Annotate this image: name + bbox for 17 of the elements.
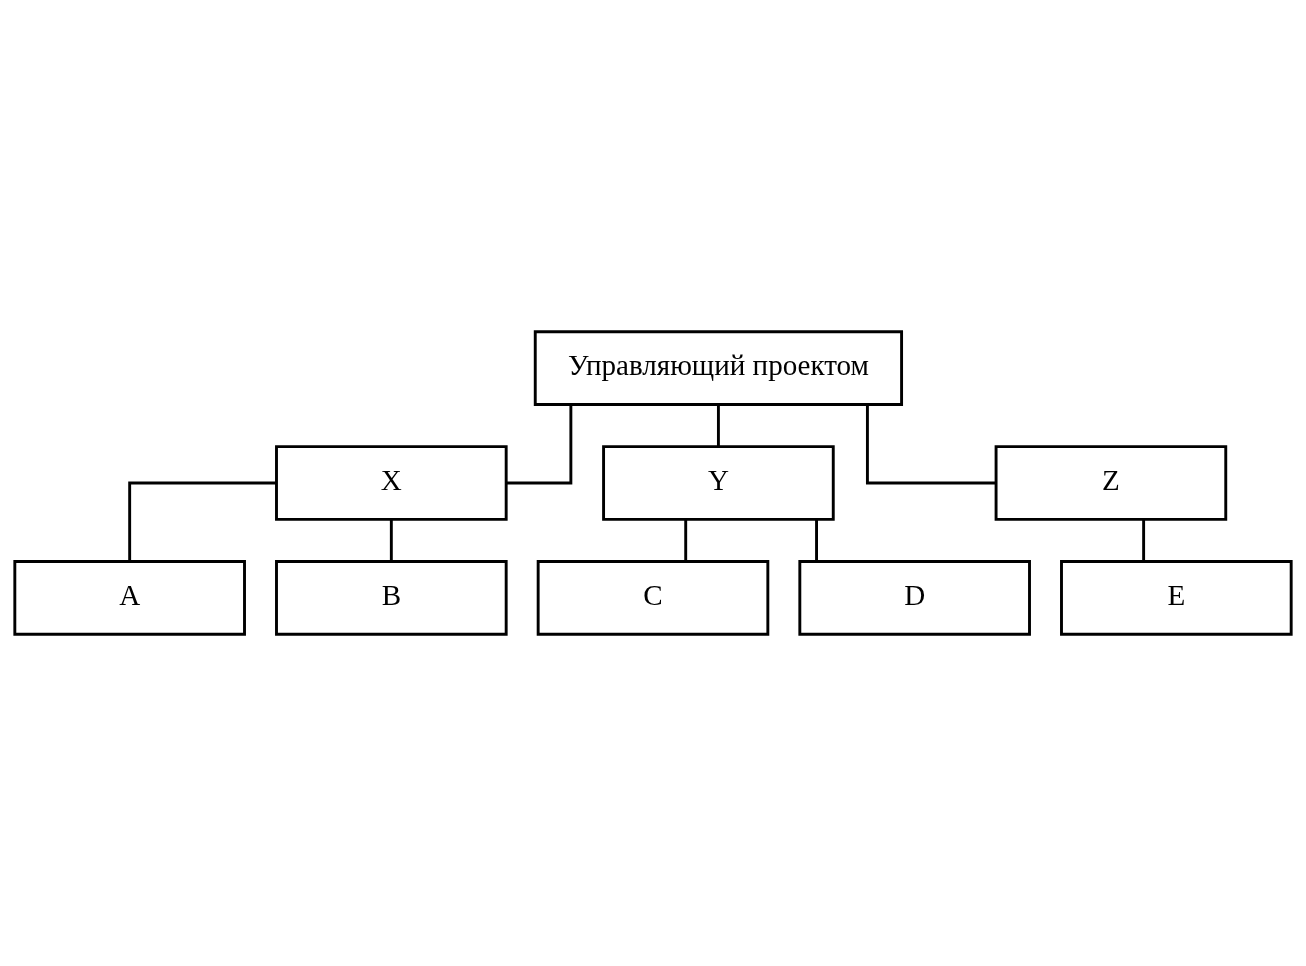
connector	[506, 405, 573, 485]
connector	[389, 519, 393, 562]
connector	[128, 481, 277, 561]
node-box: Управляющий проектом	[533, 330, 904, 406]
connector	[815, 519, 818, 562]
node-box: C	[536, 560, 770, 636]
node-box: Y	[602, 445, 835, 521]
node-box: X	[275, 445, 508, 521]
node-box: A	[13, 560, 246, 636]
connector	[1142, 519, 1146, 562]
node-box: B	[275, 560, 508, 636]
node-box: Z	[994, 445, 1228, 521]
connector	[716, 405, 720, 447]
node-box: E	[1060, 560, 1293, 636]
node-box: D	[798, 560, 1031, 636]
connector	[865, 405, 996, 485]
connector	[684, 519, 688, 562]
